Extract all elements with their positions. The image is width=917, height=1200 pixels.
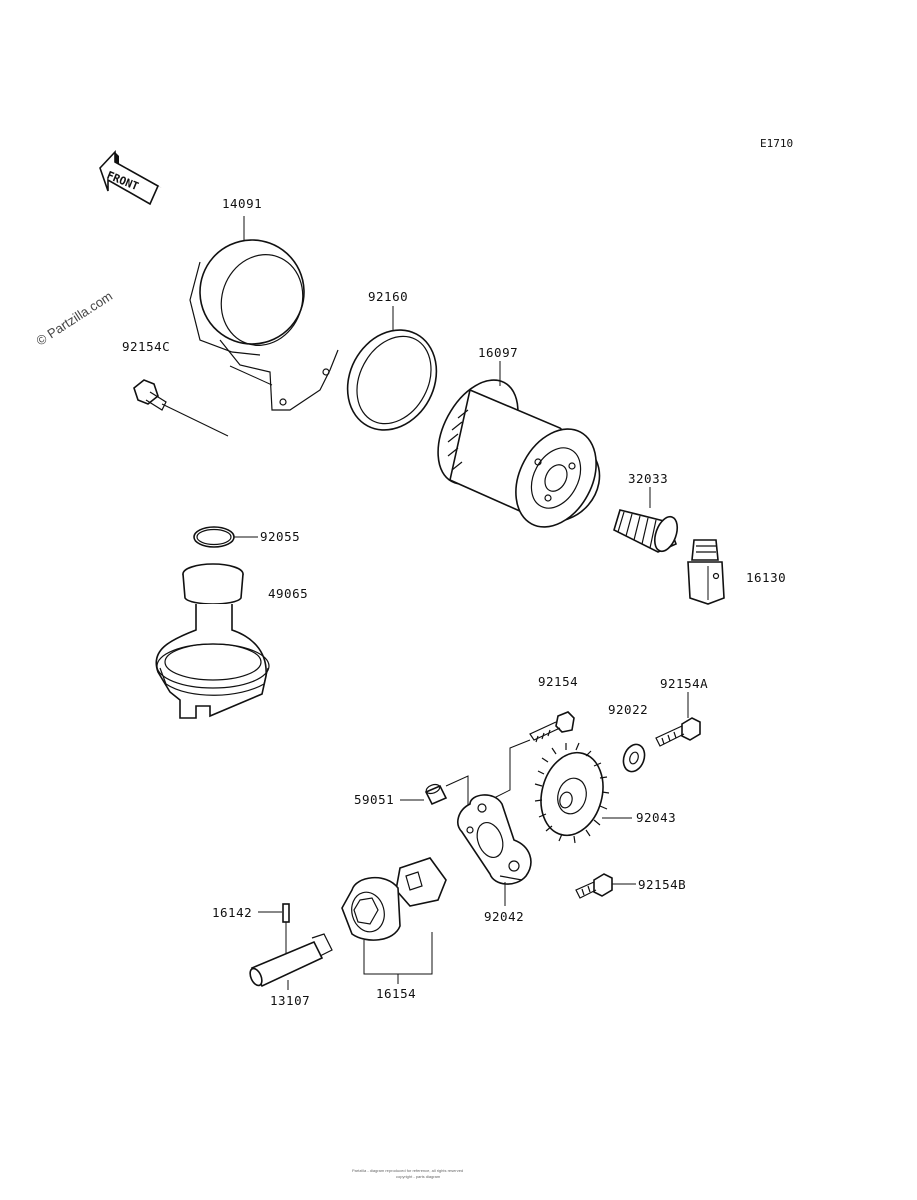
part-49065-housing xyxy=(155,563,270,719)
part-92022-washer xyxy=(622,743,646,773)
part-label-92154C: 92154C xyxy=(122,339,170,354)
part-label-16142: 92042 xyxy=(484,909,524,924)
part-label-13107: 13107 xyxy=(270,993,310,1008)
part-16142-pump-cover xyxy=(457,794,532,885)
part-label-92042: 16142 xyxy=(212,905,252,920)
part-16130-fitting xyxy=(687,539,725,605)
part-label-16130: 16130 xyxy=(746,570,786,585)
part-92154-bolt xyxy=(489,711,575,801)
part-92154A-bolt xyxy=(655,717,701,747)
front-arrow-icon: FRONT xyxy=(99,149,162,206)
part-label-32033: 32033 xyxy=(628,471,668,486)
part-label-16097: 16097 xyxy=(478,345,518,360)
part-label-92043: 59051 xyxy=(354,792,394,807)
footer-line-1: Partzilla - diagram reproduced for refer… xyxy=(352,1168,463,1173)
watermark: © Partzilla.com xyxy=(33,288,115,348)
part-label-92154B: 92154B xyxy=(638,877,686,892)
part-label-16154: 16154 xyxy=(376,986,416,1001)
part-16154-rotors xyxy=(341,857,447,975)
part-label-92154: 92154 xyxy=(538,674,578,689)
part-label-49065: 49065 xyxy=(268,586,308,601)
part-label-92022: 92022 xyxy=(608,702,648,717)
part-label-92154A: 92154A xyxy=(660,676,708,691)
part-label-59051: 92043 xyxy=(636,810,676,825)
part-32033-spring xyxy=(613,509,679,553)
part-92042-pin xyxy=(282,903,290,960)
part-label-92160: 92160 xyxy=(368,289,408,304)
part-14091-cover xyxy=(189,239,339,411)
footer-line-2: copyright - parts diagram xyxy=(396,1174,441,1179)
part-92160-ring xyxy=(346,329,438,431)
part-label-92055: 92055 xyxy=(260,529,300,544)
part-16097-oil-filter xyxy=(437,379,601,528)
part-92154B-bolt xyxy=(575,873,636,899)
part-13107-shaft xyxy=(249,933,333,990)
diagram-code: E1710 xyxy=(760,137,793,150)
part-92154C-bolt xyxy=(133,379,229,437)
part-92055-oring xyxy=(193,526,235,548)
part-label-14091: 14091 xyxy=(222,196,262,211)
part-59051-gear xyxy=(534,742,610,844)
